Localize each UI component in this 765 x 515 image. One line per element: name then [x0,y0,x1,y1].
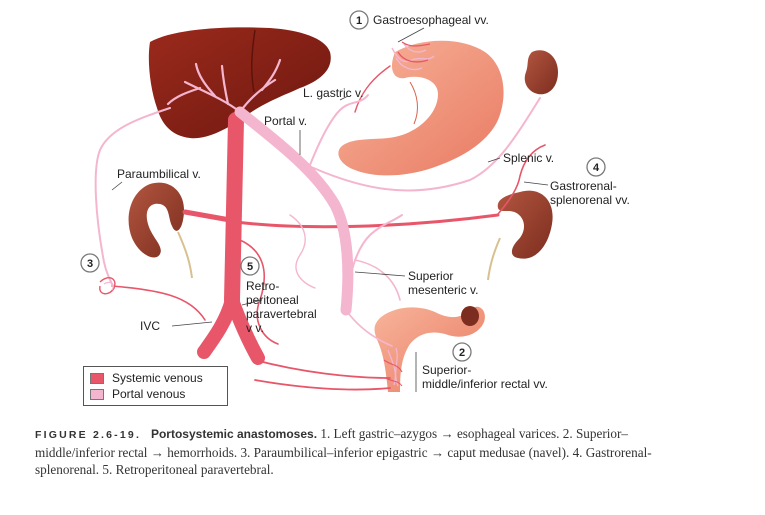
paraumbilical-v [94,107,171,289]
marker-5: 5 [240,256,260,276]
l-gastric-systemic [354,65,391,113]
paravertebral-v [239,239,279,345]
label-retro-2: peritoneal [246,293,299,307]
label-retro-3: paravertebral [246,307,317,321]
caput-medusae [99,277,116,295]
svg-text:1: 1 [356,15,362,27]
label-gastrorenal-2: splenorenal vv. [550,193,630,207]
gastrorenal-v [497,144,546,215]
label-rectal-1: Superior- [422,363,471,377]
rectum [374,306,485,392]
legend-systemic-label: Systemic venous [112,371,203,385]
marker-4: 4 [586,157,606,177]
right-ureter [487,237,501,281]
leader-l-gastric [339,95,349,101]
label-sup-mes-1: Superior [408,269,453,283]
superior-rectal-v [345,309,393,347]
epigastric-v [111,285,206,321]
legend: Systemic venous Portal venous [83,366,228,406]
legend-systemic: Systemic venous [90,370,221,386]
ivc-trunk [224,112,244,308]
label-l-gastric: L. gastric v. [303,86,363,100]
leader-paraumbilical [111,181,123,191]
leader-retroperitoneal [241,299,263,306]
liver [148,27,331,139]
legend-portal-label: Portal venous [112,387,186,401]
systemic-swatch [90,372,104,384]
label-ivc: IVC [140,319,160,333]
rectal-systemic-plexus [383,359,403,387]
splenic-v [299,97,541,192]
stomach-fold [409,81,418,125]
svg-text:4: 4 [593,162,600,174]
leader-gastroesophageal [397,27,425,43]
gastroesophageal-plexus [391,43,435,71]
svg-text:5: 5 [247,261,253,273]
inferior-rectal-v [254,359,391,379]
leader-ivc [171,321,213,327]
gastroesophageal-systemic [397,41,431,63]
caption-label: FIGURE 2.6-19. [35,429,142,441]
mesenteric-plexus [289,214,316,289]
label-portal: Portal v. [264,114,307,128]
liver-fissure [251,29,256,93]
left-kidney [128,182,185,258]
middle-rectal-v [254,379,391,391]
label-paraumbilical: Paraumbilical v. [117,167,201,181]
marker-1: 1 [349,10,369,30]
sup-mes-v [345,214,403,301]
label-rectal-2: middle/inferior rectal vv. [422,377,548,391]
leader-sup-mes [354,271,406,277]
ivc-right-iliac [225,293,265,365]
right-kidney [497,190,553,259]
spleen [524,50,558,95]
portal-swatch [90,388,104,400]
l-gastric-v [309,94,369,166]
left-renal-v [182,209,233,223]
marker-2: 2 [452,342,472,362]
caption-title: Portosystemic anastomoses. [150,427,318,441]
label-retro-1: Retro- [246,279,279,293]
figure-caption: FIGURE 2.6-19. Portosystemic anastomoses… [35,425,680,478]
rectum-lumen [461,306,479,326]
svg-text:3: 3 [87,258,93,270]
left-ureter [177,231,193,279]
stomach [338,40,504,176]
caption-text: 1. Left gastric–azygos → esophageal vari… [35,426,652,477]
systemic-veins [111,65,546,391]
leader-splenic [487,157,501,163]
label-sup-mes-2: mesenteric v. [408,283,478,297]
right-renal-v [234,213,500,229]
portal-trunk [234,106,354,316]
label-retro-4: v v. [246,321,264,335]
legend-portal: Portal venous [90,386,221,402]
label-splenic: Splenic v. [503,151,554,165]
sup-mes-branch [354,259,401,301]
svg-text:2: 2 [459,347,465,359]
label-gastroesophageal: Gastroesophageal vv. [373,13,489,27]
leader-gastrorenal [523,181,549,186]
portal-veins [94,94,541,347]
marker-3: 3 [80,253,100,273]
label-gastrorenal-1: Gastrorenal- [550,179,617,193]
